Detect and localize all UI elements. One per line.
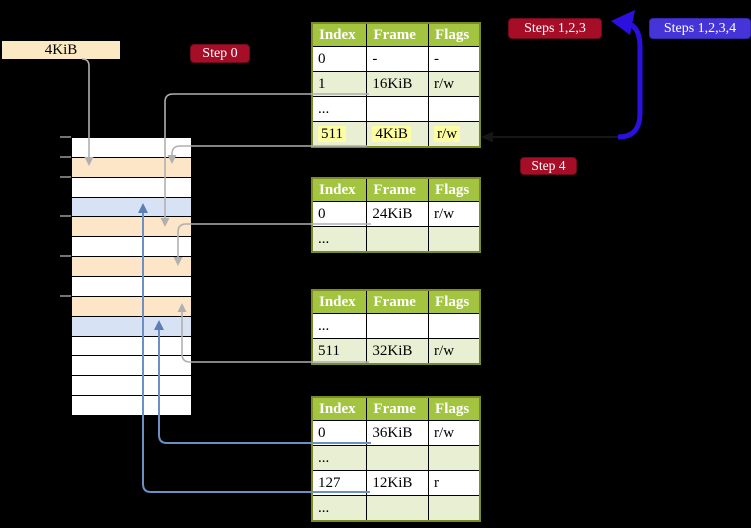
memory-frame-row bbox=[72, 356, 191, 377]
table-row: 0-- bbox=[311, 46, 481, 72]
table-cell bbox=[366, 96, 430, 122]
table-cell: r/w bbox=[428, 338, 481, 365]
column-header: Index bbox=[311, 289, 368, 314]
column-header: Flags bbox=[428, 22, 481, 47]
table-row: 511 4KiB r/w bbox=[311, 121, 481, 148]
column-header: Index bbox=[311, 22, 368, 47]
memory-frame-row bbox=[72, 217, 191, 238]
table-cell: r/w bbox=[428, 121, 481, 148]
table1-entry511-pointer bbox=[481, 131, 618, 143]
highlighted-value: 4KiB bbox=[372, 125, 411, 142]
table-cell: ... bbox=[311, 495, 368, 522]
steps123-badge: Steps 1,2,3 bbox=[508, 18, 602, 39]
steps-loop-arrow bbox=[611, 10, 643, 140]
memory-frame-row bbox=[72, 138, 191, 158]
table-cell bbox=[366, 495, 430, 522]
table-cell: r/w bbox=[428, 420, 481, 446]
table-cell: 0 bbox=[311, 420, 368, 446]
column-header: Flags bbox=[428, 396, 481, 421]
table-cell bbox=[428, 226, 481, 253]
memory-frame-row bbox=[72, 177, 191, 198]
table-cell bbox=[428, 495, 481, 522]
table-cell: - bbox=[428, 46, 481, 72]
column-header: Frame bbox=[366, 22, 430, 47]
physical-memory-stack bbox=[71, 137, 192, 416]
table-cell bbox=[366, 226, 430, 253]
column-header: Frame bbox=[366, 177, 430, 202]
table-cell: 12KiB bbox=[366, 470, 430, 496]
column-header: Index bbox=[311, 177, 368, 202]
memory-frame-row bbox=[72, 376, 191, 397]
table-cell: - bbox=[366, 46, 430, 72]
table-row: ... bbox=[311, 495, 481, 522]
table-cell: 32KiB bbox=[366, 338, 430, 365]
table-cell: ... bbox=[311, 226, 368, 253]
table-cell: 127 bbox=[311, 470, 368, 496]
table-cell: 511 bbox=[311, 338, 368, 365]
table-cell: 36KiB bbox=[366, 420, 430, 446]
pt1-entry511-connector bbox=[167, 145, 367, 164]
table-cell: 511 bbox=[311, 121, 368, 148]
column-header: Frame bbox=[366, 396, 430, 421]
memory-frame-row bbox=[72, 237, 191, 258]
step0-badge: Step 0 bbox=[190, 44, 250, 63]
table-cell bbox=[428, 313, 481, 339]
column-header: Flags bbox=[428, 177, 481, 202]
table-cell: r/w bbox=[428, 71, 481, 97]
table-cell: r bbox=[428, 470, 481, 496]
memory-frame-row bbox=[72, 396, 191, 416]
table-cell: 0 bbox=[311, 201, 368, 227]
table-cell: 24KiB bbox=[366, 201, 430, 227]
memory-frame-row bbox=[72, 336, 191, 357]
memory-frame-row bbox=[72, 157, 191, 178]
table-row: ... bbox=[311, 445, 481, 471]
frame-size-label: 4KiB bbox=[2, 41, 120, 59]
table-cell: 4KiB bbox=[366, 121, 430, 148]
memory-frame-row bbox=[72, 257, 191, 278]
memory-frame-row bbox=[72, 277, 191, 297]
table-cell: 1 bbox=[311, 71, 368, 97]
table-cell: r/w bbox=[428, 201, 481, 227]
table-cell bbox=[428, 445, 481, 471]
table-cell bbox=[428, 96, 481, 122]
table-cell: ... bbox=[311, 96, 368, 122]
highlighted-value: 511 bbox=[318, 125, 346, 142]
steps1234-badge: Steps 1,2,3,4 bbox=[649, 18, 751, 39]
step4-badge: Step 4 bbox=[520, 157, 577, 175]
address-tick-marks bbox=[60, 136, 71, 297]
highlighted-value: r/w bbox=[434, 125, 461, 142]
column-header: Flags bbox=[428, 289, 481, 314]
table-row: ... bbox=[311, 313, 481, 339]
table-cell: ... bbox=[311, 313, 368, 339]
table-cell bbox=[366, 445, 430, 471]
column-header: Frame bbox=[366, 289, 430, 314]
memory-frame-row bbox=[72, 296, 191, 317]
table-cell: 0 bbox=[311, 46, 368, 72]
table-row: ... bbox=[311, 96, 481, 122]
memory-frame-row bbox=[72, 316, 191, 337]
table-cell: 16KiB bbox=[366, 71, 430, 97]
column-header: Index bbox=[311, 396, 368, 421]
table-cell bbox=[366, 313, 430, 339]
table-cell: ... bbox=[311, 445, 368, 471]
memory-frame-row bbox=[72, 197, 191, 218]
table-row: ... bbox=[311, 226, 481, 253]
